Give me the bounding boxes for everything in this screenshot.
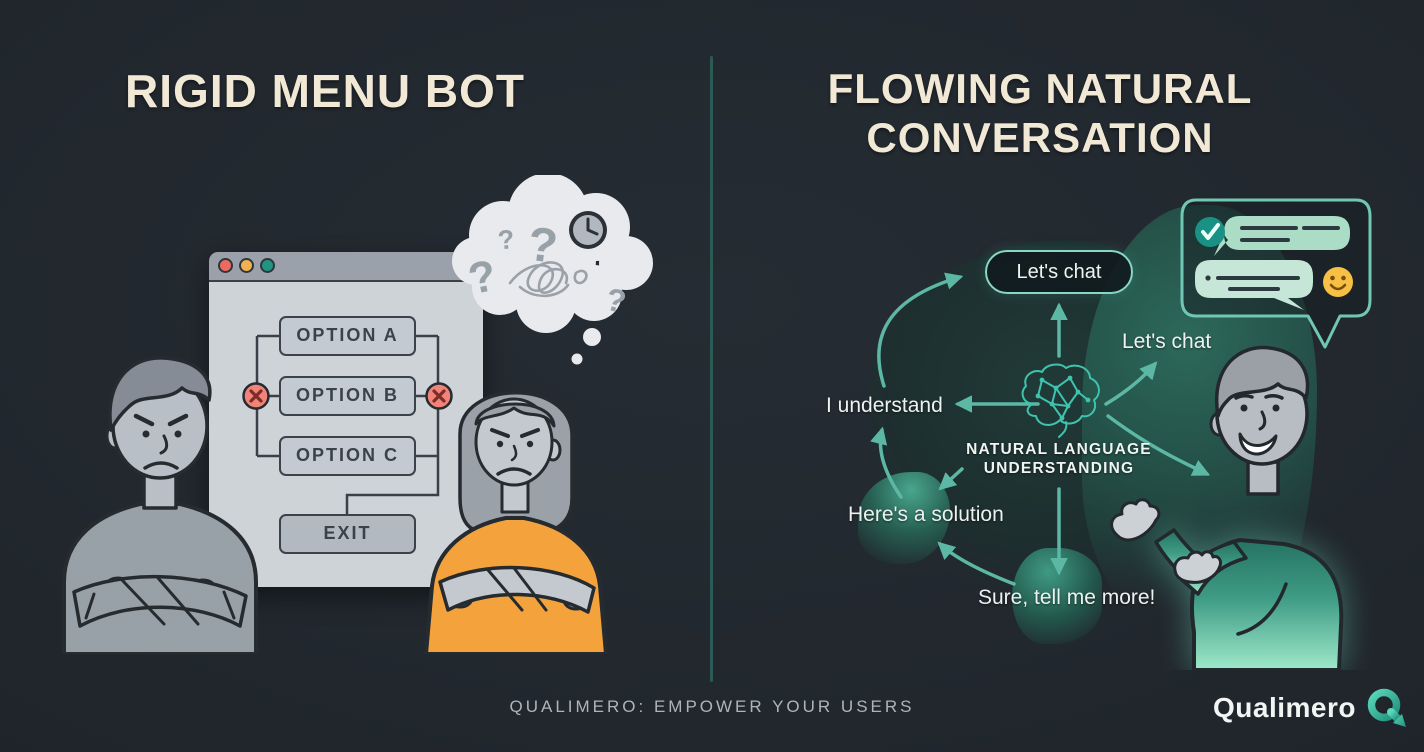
- traffic-light-green-icon: [260, 258, 275, 273]
- brand-lockup: Qualimero: [1213, 686, 1409, 730]
- nlu-center-label: NATURAL LANGUAGE UNDERSTANDING: [954, 440, 1164, 478]
- left-panel-title: RIGID MENU BOT: [125, 65, 525, 117]
- right-panel-title: FLOWING NATURAL CONVERSATION: [750, 64, 1330, 162]
- lets-chat-pill: Let's chat: [985, 250, 1133, 294]
- open-hand-right: [1173, 550, 1222, 584]
- phrase-i-understand: I understand: [826, 394, 943, 417]
- arrow-sure-to-solution: [937, 541, 1016, 586]
- svg-text:?: ?: [525, 218, 561, 274]
- phrase-heres-a-solution: Here's a solution: [848, 503, 1004, 526]
- arrow-brain-to-lets-chat: [1104, 361, 1158, 406]
- phrase-sure-tell-me-more: Sure, tell me more!: [978, 586, 1156, 609]
- clock-icon: [569, 211, 607, 249]
- option-b-button: OPTION B: [279, 376, 416, 416]
- option-c-button: OPTION C: [279, 436, 416, 476]
- smiley-icon: [1323, 267, 1353, 297]
- traffic-light-red-icon: [218, 258, 233, 273]
- brain-icon: [1021, 363, 1100, 438]
- question-marks: ? ? ? ?: [464, 218, 629, 320]
- option-a-button: OPTION A: [279, 316, 416, 356]
- nlu-line2: UNDERSTANDING: [983, 460, 1135, 477]
- nlu-line1: NATURAL LANGUAGE: [966, 441, 1152, 458]
- arrow-solution-to-i-understand: [870, 426, 903, 499]
- thought-trail-bubble: [571, 353, 583, 365]
- svg-text:?: ?: [602, 281, 629, 320]
- right-title-line1: FLOWING NATURAL: [827, 65, 1253, 112]
- svg-text:?: ?: [496, 224, 516, 256]
- thought-trail-bubble: [583, 328, 601, 346]
- footer-tagline: QUALIMERO: EMPOWER YOUR USERS: [509, 697, 915, 716]
- phrase-lets-chat: Let's chat: [1122, 330, 1212, 353]
- qualimero-q-logo-icon: [1367, 688, 1406, 727]
- happy-user-illustration: [1110, 345, 1344, 670]
- check-icon: [1195, 217, 1225, 247]
- window-titlebar: [209, 252, 483, 282]
- traffic-light-yellow-icon: [239, 258, 254, 273]
- right-title-line2: CONVERSATION: [866, 114, 1214, 161]
- open-hand-left: [1110, 498, 1161, 542]
- scribble-tangle: [508, 261, 588, 298]
- brand-name: Qualimero: [1213, 692, 1356, 723]
- exit-button: EXIT: [279, 514, 416, 554]
- arrow-curve-to-pill: [877, 272, 964, 388]
- panel-divider: [710, 56, 713, 682]
